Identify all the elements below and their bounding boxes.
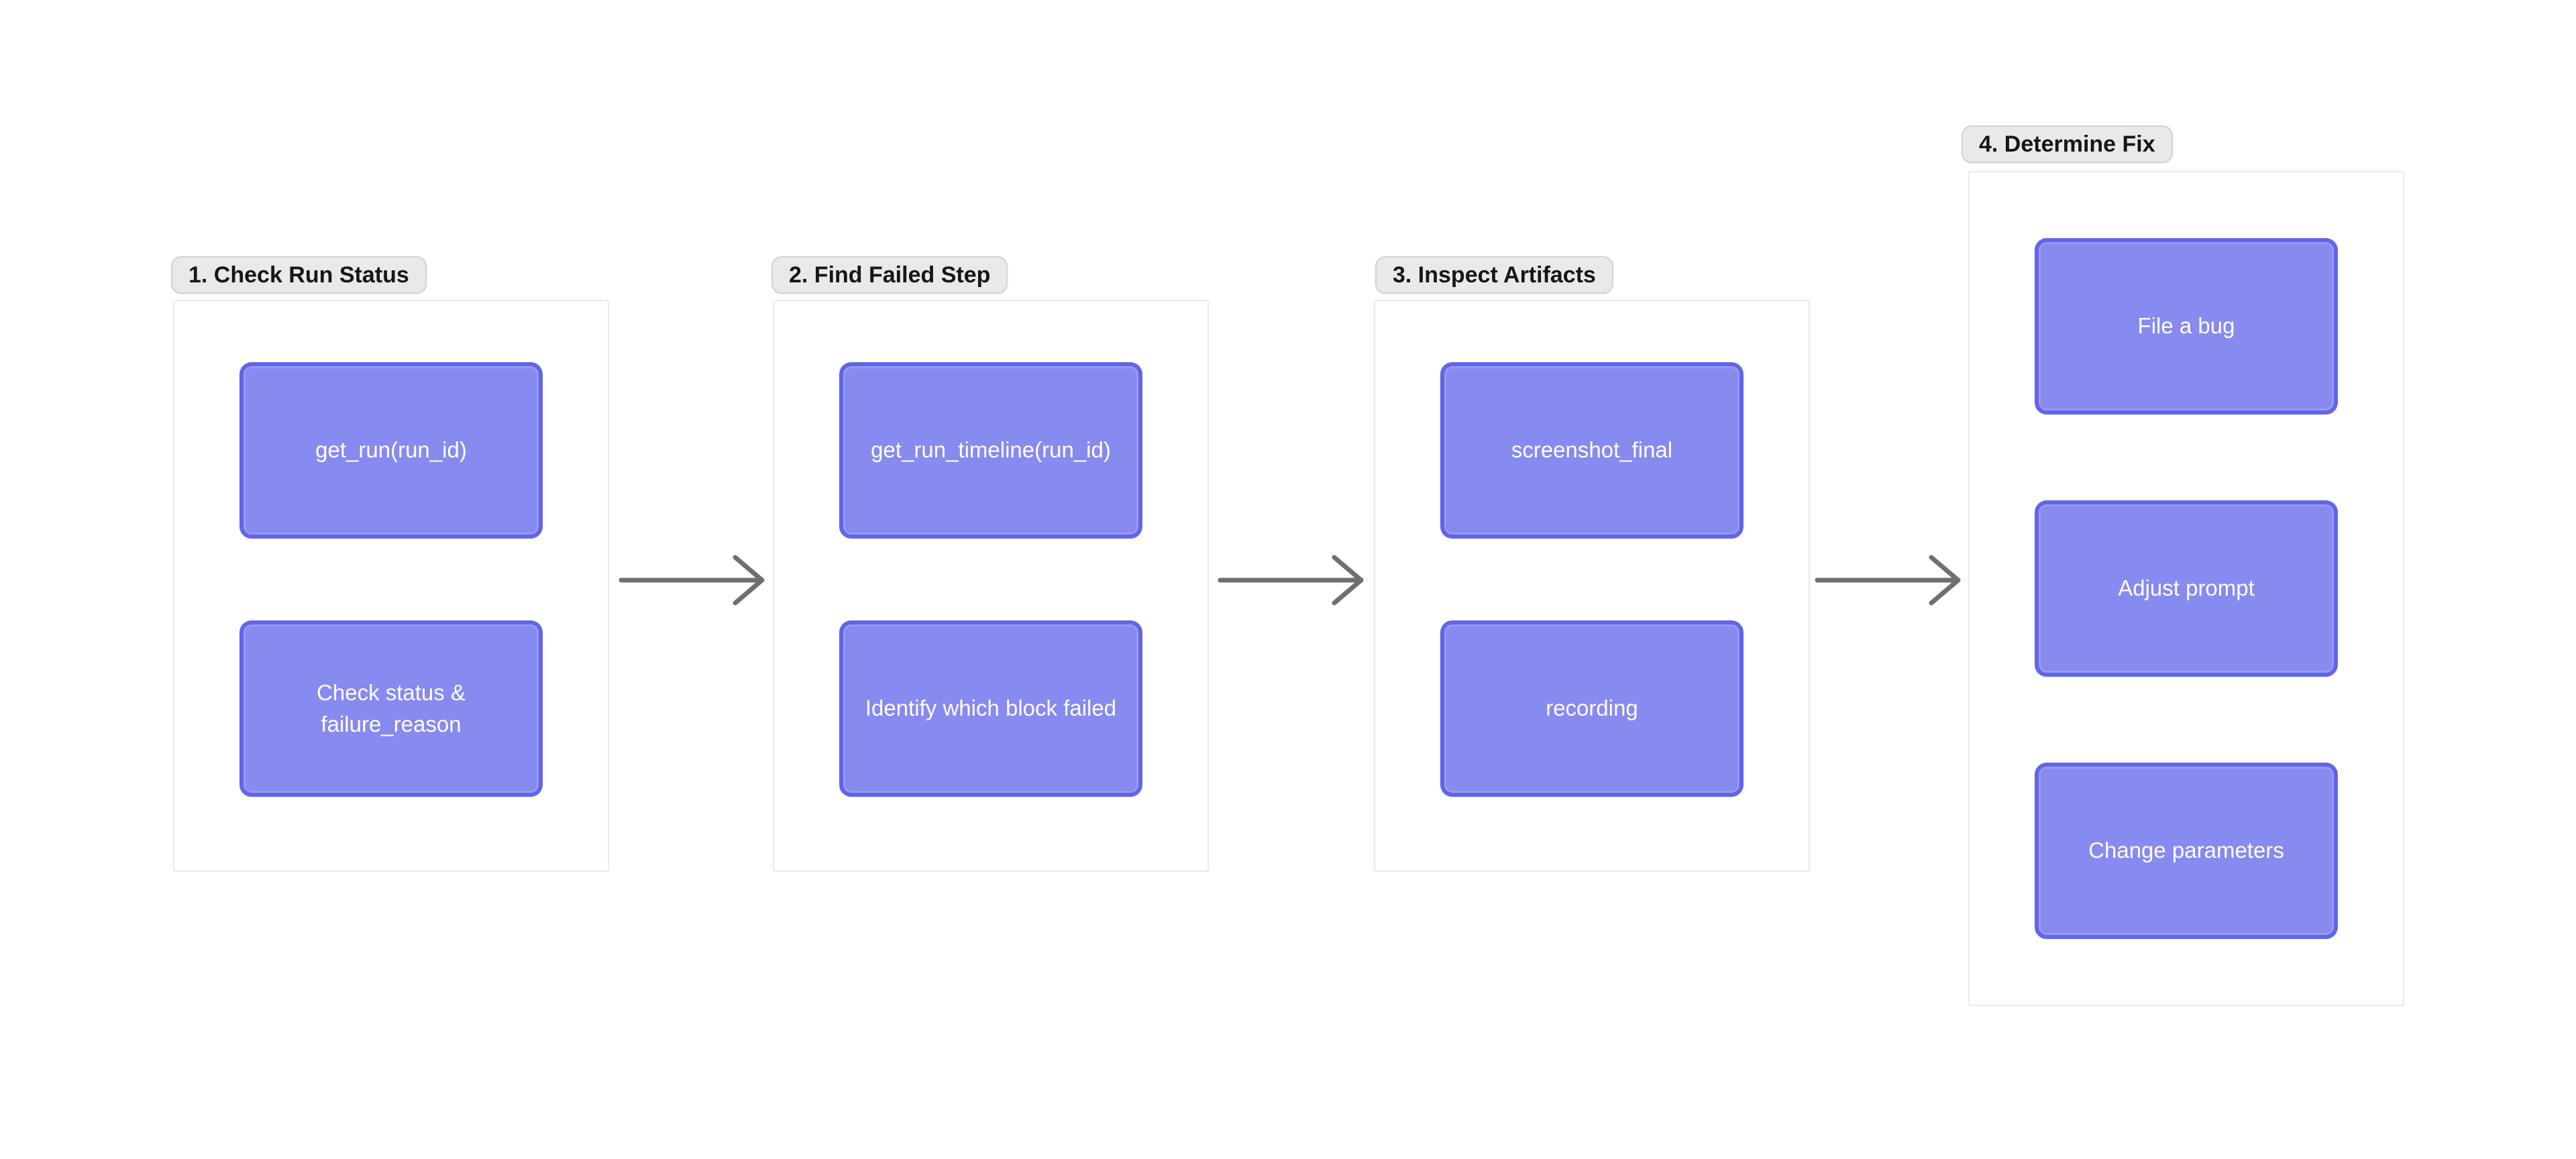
node-label: Check status & failure_reason bbox=[317, 679, 466, 736]
node-label: get_run_timeline(run_id) bbox=[871, 437, 1111, 463]
node-adjust-prompt[interactable]: Adjust prompt bbox=[2035, 500, 2338, 677]
node-screenshot-final[interactable]: screenshot_final bbox=[1440, 362, 1743, 539]
node-label: get_run(run_id) bbox=[315, 437, 467, 463]
node-get-run-timeline[interactable]: get_run_timeline(run_id) bbox=[839, 362, 1142, 539]
group-label-inspect-artifacts: 3. Inspect Artifacts bbox=[1375, 256, 1613, 294]
node-recording[interactable]: recording bbox=[1440, 620, 1743, 797]
group-label-check-run-status: 1. Check Run Status bbox=[171, 256, 427, 294]
node-change-parameters[interactable]: Change parameters bbox=[2035, 763, 2338, 939]
group-label-determine-fix: 4. Determine Fix bbox=[1962, 125, 2173, 163]
node-label: Change parameters bbox=[2088, 838, 2284, 863]
node-identify-which-block-failed[interactable]: Identify which block failed bbox=[839, 620, 1142, 797]
node-label: Identify which block failed bbox=[865, 696, 1117, 721]
node-get-run[interactable]: get_run(run_id) bbox=[239, 362, 543, 539]
node-check-status-failure-reason[interactable]: Check status & failure_reason bbox=[239, 620, 543, 797]
group-label-find-failed-step: 2. Find Failed Step bbox=[771, 256, 1008, 294]
node-label: recording bbox=[1546, 696, 1638, 721]
arrow-right-icon bbox=[1815, 550, 1966, 610]
arrow-right-icon bbox=[1218, 550, 1368, 610]
node-label: File a bug bbox=[2137, 313, 2235, 339]
node-file-a-bug[interactable]: File a bug bbox=[2035, 238, 2338, 415]
node-label: Adjust prompt bbox=[2118, 575, 2255, 601]
arrow-right-icon bbox=[619, 550, 769, 610]
node-label: screenshot_final bbox=[1511, 437, 1673, 463]
